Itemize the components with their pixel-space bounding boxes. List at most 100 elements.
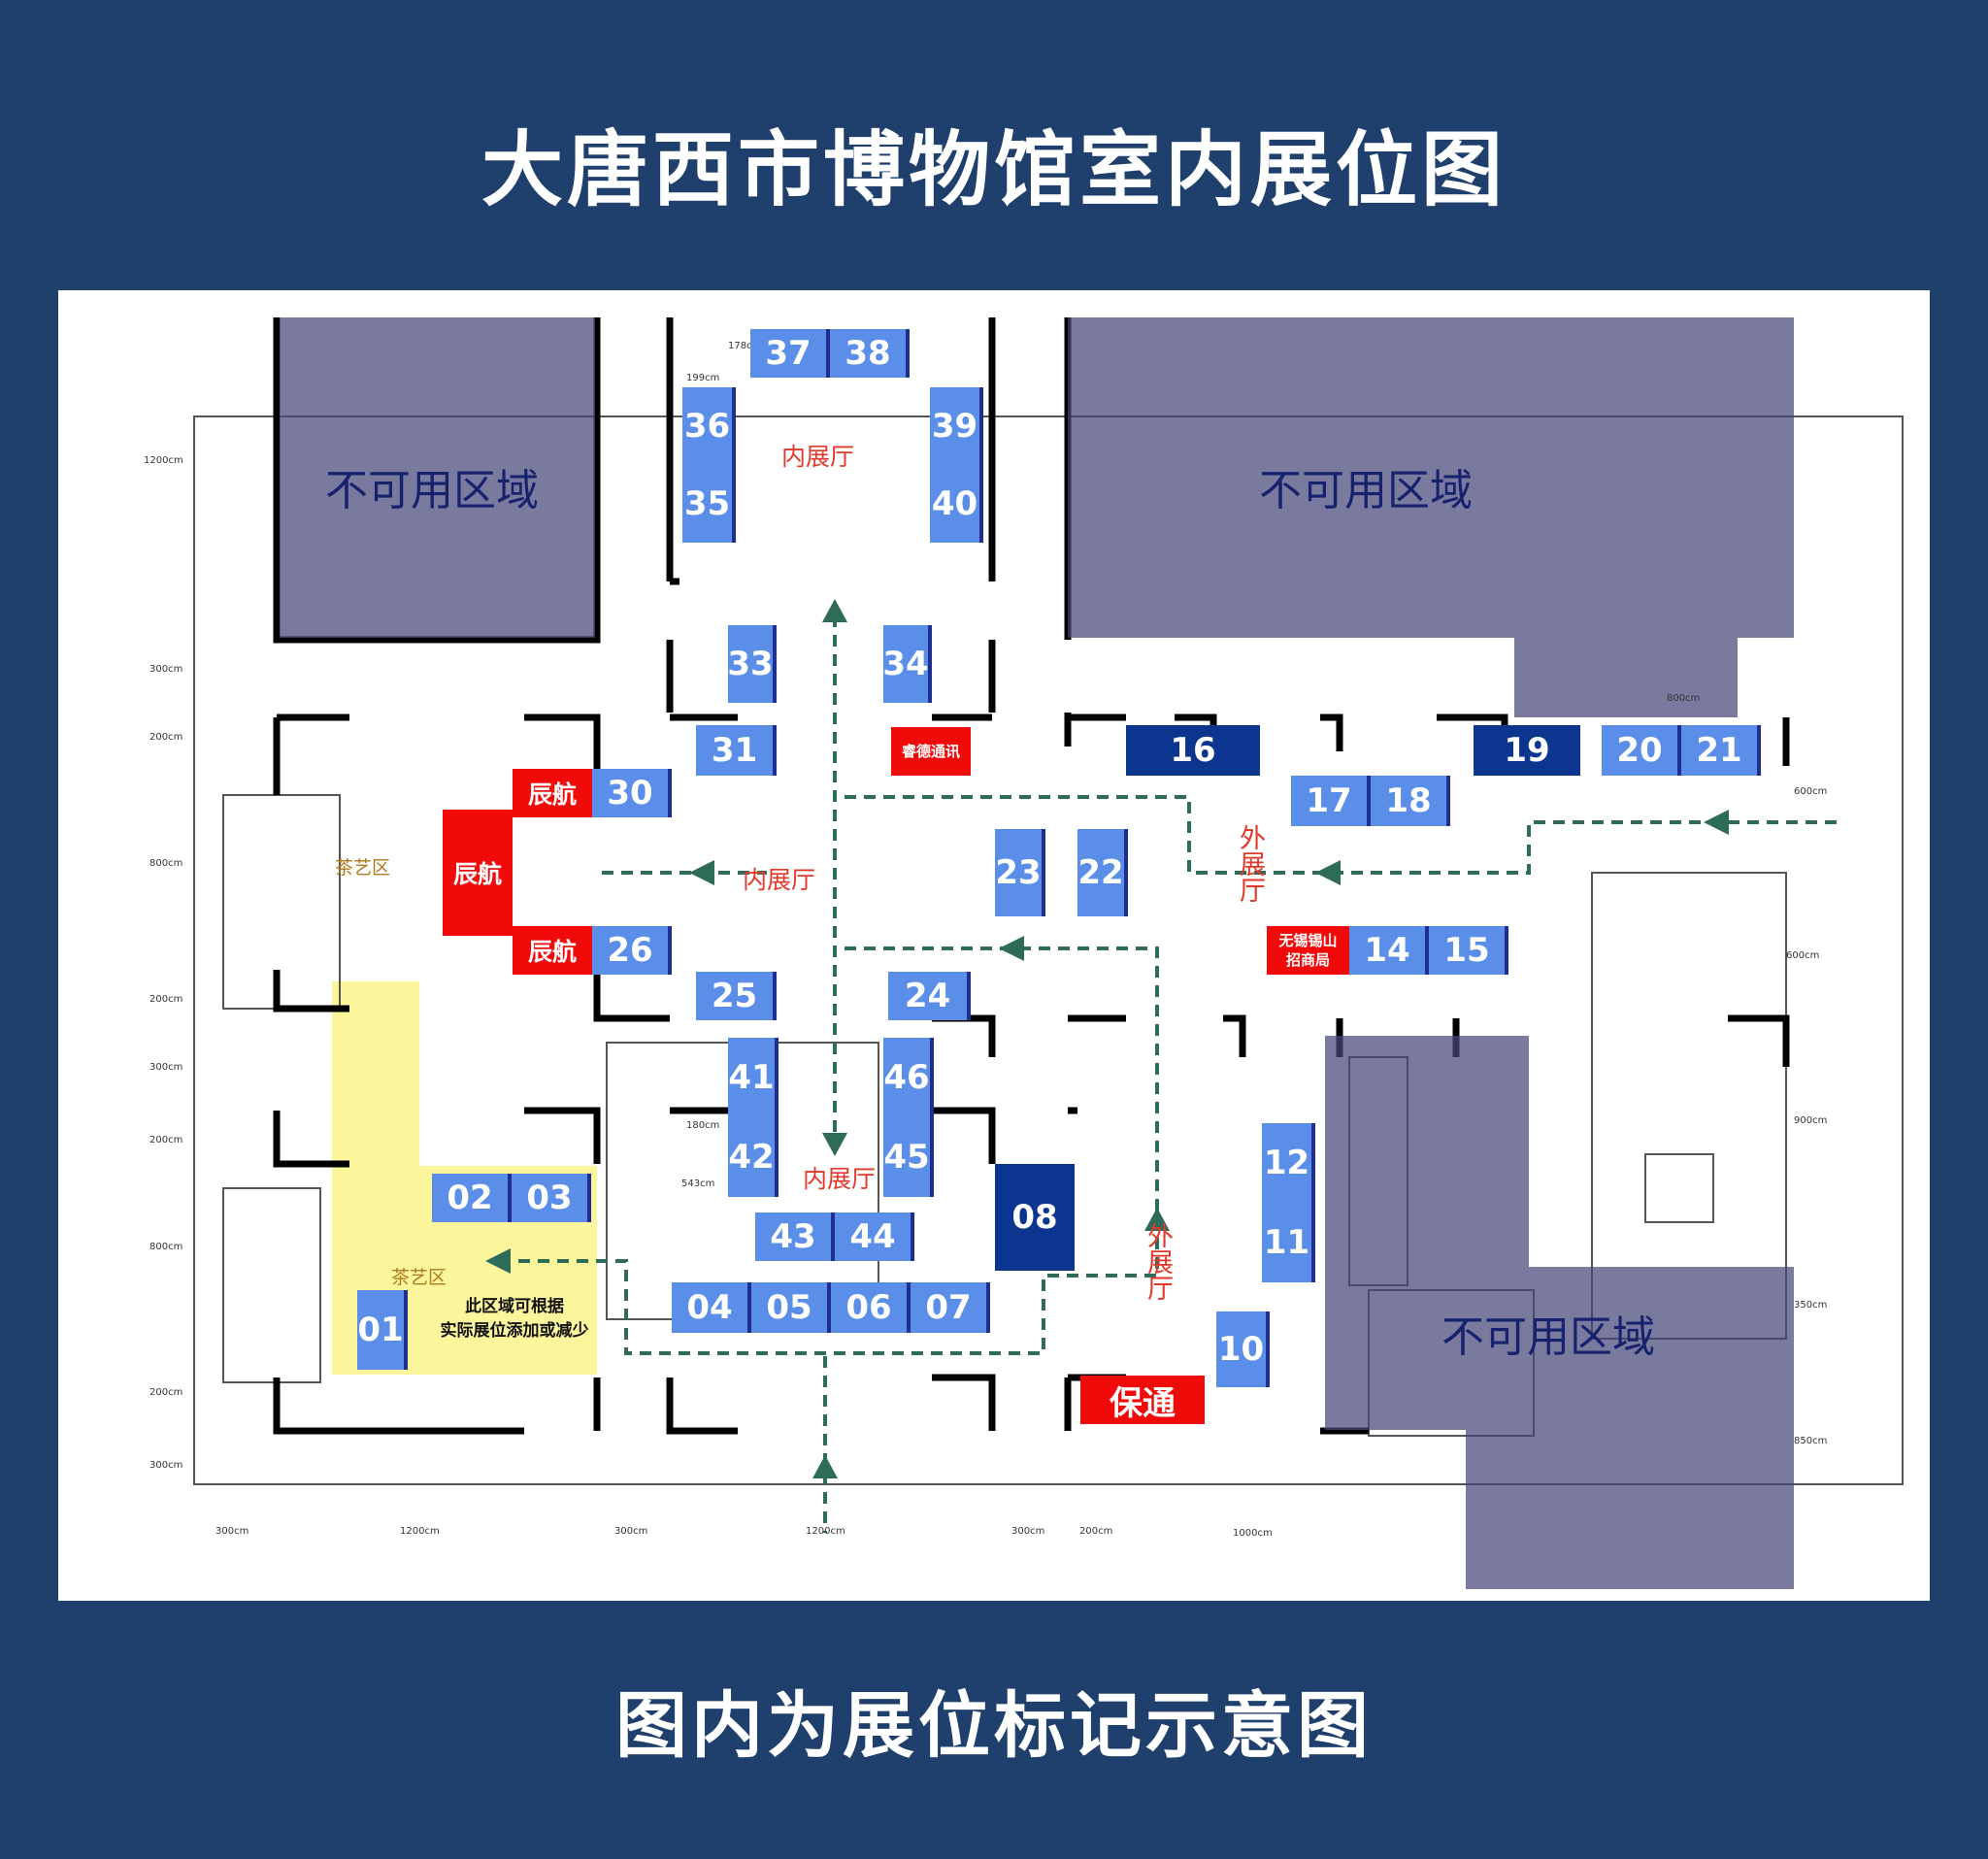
unusable-area-bottomright-b bbox=[1325, 1267, 1466, 1430]
page-subtitle: 图内为展位标记示意图 bbox=[615, 1684, 1373, 1768]
booth-03[interactable]: 03 bbox=[512, 1174, 591, 1222]
unusable-area-bottomright-c bbox=[1466, 1267, 1794, 1589]
dim-label: 600cm bbox=[1786, 950, 1820, 961]
chenhang-booth-top[interactable]: 辰航 bbox=[513, 769, 592, 817]
booth-07[interactable]: 07 bbox=[911, 1282, 990, 1333]
chenhang-booth-bottom[interactable]: 辰航 bbox=[513, 926, 592, 975]
booth-37[interactable]: 37 bbox=[750, 329, 830, 378]
dim-label: 900cm bbox=[1794, 1115, 1828, 1126]
route-arrows bbox=[485, 599, 1729, 1478]
dim-label: 850cm bbox=[1794, 1436, 1828, 1446]
dim-label: 300cm bbox=[149, 1460, 183, 1471]
wuxi-line-2: 招商局 bbox=[1285, 951, 1330, 969]
tea-area-label-bottom: 茶艺区 bbox=[391, 1267, 447, 1288]
booth-41[interactable]: 41 bbox=[728, 1038, 779, 1117]
chenhang-booth-main[interactable]: 辰航 bbox=[443, 810, 513, 936]
booth-24[interactable]: 24 bbox=[888, 972, 971, 1020]
dim-label: 200cm bbox=[149, 1387, 183, 1398]
dim-label: 300cm bbox=[149, 1062, 183, 1073]
unusable-area-topleft bbox=[280, 317, 595, 638]
outer-hall-label-bottom: 外展厅 bbox=[1143, 1222, 1173, 1301]
booth-02[interactable]: 02 bbox=[432, 1174, 512, 1222]
booth-30[interactable]: 30 bbox=[592, 769, 672, 817]
route-lines bbox=[500, 615, 1844, 1533]
dim-label: 800cm bbox=[149, 858, 183, 869]
dim-label: 1200cm bbox=[144, 455, 183, 466]
booth-16[interactable]: 16 bbox=[1126, 725, 1260, 776]
page-title: 大唐西市博物馆室内展位图 bbox=[480, 122, 1507, 217]
dim-label: 300cm bbox=[614, 1526, 648, 1537]
dim-label: 300cm bbox=[149, 664, 183, 675]
floor-plan-drawing bbox=[193, 317, 1904, 1533]
booth-15[interactable]: 15 bbox=[1429, 926, 1508, 975]
unusable-label-topleft: 不可用区域 bbox=[325, 466, 539, 515]
inner-hall-label-top: 内展厅 bbox=[781, 443, 855, 471]
booth-01[interactable]: 01 bbox=[357, 1290, 408, 1370]
flexible-area-note: 此区域可根据 实际展位添加或减少 bbox=[417, 1295, 612, 1344]
dim-label: 600cm bbox=[1794, 786, 1828, 797]
dim-label: 800cm bbox=[149, 1242, 183, 1252]
note-line-2: 实际展位添加或减少 bbox=[440, 1321, 589, 1341]
dim-label: 300cm bbox=[1011, 1526, 1045, 1537]
dim-label: 200cm bbox=[149, 1135, 183, 1145]
dim-label: 300cm bbox=[215, 1526, 249, 1537]
wuxi-booth[interactable]: 无锡锡山 招商局 bbox=[1267, 926, 1349, 975]
unusable-area-bottomright-a bbox=[1325, 1036, 1529, 1267]
dim-label: 180cm bbox=[686, 1120, 720, 1131]
booth-45[interactable]: 45 bbox=[883, 1117, 934, 1197]
unusable-area-topright-ext bbox=[1514, 638, 1738, 717]
booth-14[interactable]: 14 bbox=[1349, 926, 1429, 975]
note-line-1: 此区域可根据 bbox=[465, 1297, 564, 1316]
booth-06[interactable]: 06 bbox=[831, 1282, 911, 1333]
booth-26[interactable]: 26 bbox=[592, 926, 672, 975]
booth-04[interactable]: 04 bbox=[672, 1282, 751, 1333]
unusable-label-bottomright: 不可用区域 bbox=[1441, 1312, 1655, 1362]
booth-23[interactable]: 23 bbox=[995, 829, 1045, 916]
booth-31[interactable]: 31 bbox=[696, 725, 777, 776]
booth-05[interactable]: 05 bbox=[751, 1282, 831, 1333]
wuxi-line-1: 无锡锡山 bbox=[1278, 932, 1338, 949]
dim-label: 199cm bbox=[686, 373, 720, 383]
booth-33[interactable]: 33 bbox=[727, 625, 777, 703]
booth-17[interactable]: 17 bbox=[1291, 776, 1371, 826]
booth-08[interactable]: 08 bbox=[995, 1164, 1075, 1271]
unusable-label-topright: 不可用区域 bbox=[1259, 466, 1473, 515]
dim-label: 200cm bbox=[149, 994, 183, 1005]
dim-label: 1000cm bbox=[1233, 1528, 1273, 1539]
dim-label: 543cm bbox=[681, 1178, 715, 1189]
dim-label: 350cm bbox=[1794, 1300, 1828, 1311]
booth-11[interactable]: 11 bbox=[1262, 1203, 1315, 1282]
tea-area-label-top: 茶艺区 bbox=[335, 857, 391, 879]
booth-44[interactable]: 44 bbox=[835, 1212, 914, 1261]
outer-hall-label-right: 外展厅 bbox=[1235, 824, 1265, 903]
booth-35[interactable]: 35 bbox=[682, 465, 736, 543]
ruide-booth[interactable]: 睿德通讯 bbox=[891, 727, 971, 776]
booth-34[interactable]: 34 bbox=[882, 625, 932, 703]
inner-hall-label-mid: 内展厅 bbox=[743, 866, 816, 894]
booth-43[interactable]: 43 bbox=[755, 1212, 835, 1261]
dim-label: 1200cm bbox=[400, 1526, 440, 1537]
booth-25[interactable]: 25 bbox=[696, 972, 777, 1020]
booth-40[interactable]: 40 bbox=[930, 465, 983, 543]
floor-plan-map: 不可用区域 不可用区域 不可用区域 内展厅 内展厅 内展厅 外展厅 外展厅 茶艺… bbox=[58, 290, 1930, 1601]
booth-10[interactable]: 10 bbox=[1216, 1311, 1270, 1387]
booth-18[interactable]: 18 bbox=[1371, 776, 1450, 826]
booth-38[interactable]: 38 bbox=[830, 329, 910, 378]
dim-label: 800cm bbox=[1667, 693, 1701, 704]
dim-label: 200cm bbox=[149, 732, 183, 743]
dim-label: 1200cm bbox=[806, 1526, 845, 1537]
dim-label: 178cm bbox=[728, 341, 762, 351]
inner-hall-label-bottom: 内展厅 bbox=[803, 1165, 877, 1193]
dim-label: 200cm bbox=[1079, 1526, 1113, 1537]
booth-19[interactable]: 19 bbox=[1474, 725, 1580, 776]
baotong-booth[interactable]: 保通 bbox=[1080, 1376, 1205, 1424]
booth-39[interactable]: 39 bbox=[930, 387, 983, 465]
booth-12[interactable]: 12 bbox=[1262, 1123, 1315, 1203]
booth-22[interactable]: 22 bbox=[1077, 829, 1128, 916]
booth-46[interactable]: 46 bbox=[883, 1038, 934, 1117]
unusable-area-topright bbox=[1068, 317, 1794, 638]
booth-20[interactable]: 20 bbox=[1602, 725, 1681, 776]
booth-21[interactable]: 21 bbox=[1681, 725, 1761, 776]
booth-42[interactable]: 42 bbox=[728, 1117, 779, 1197]
booth-36[interactable]: 36 bbox=[682, 387, 736, 465]
